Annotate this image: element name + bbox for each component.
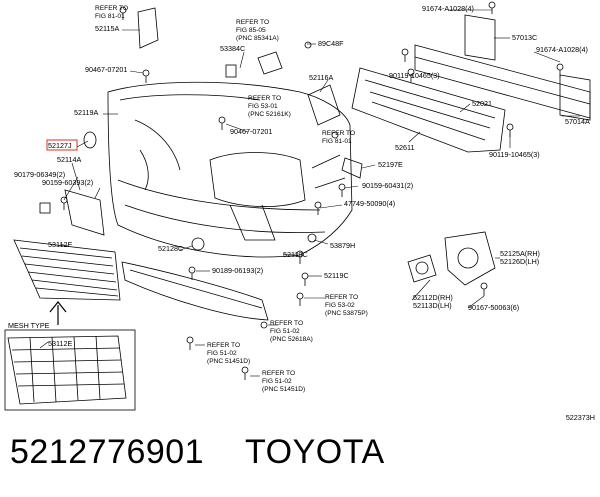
cap-52127j (83, 131, 97, 149)
callout-label: 52128C (158, 244, 183, 253)
callout-label: REFER TO (95, 5, 128, 12)
callout-label: FIG 81-01 (95, 13, 125, 20)
lower-grille (13, 239, 121, 301)
callout-label: 52119C (324, 271, 349, 280)
mesh-grille (4, 329, 136, 411)
callout-label: REFER TO (270, 320, 303, 327)
bracket-52197e (341, 157, 363, 179)
bumper-cover (107, 81, 353, 258)
callout-label: FIG 53-02 (325, 302, 355, 309)
callout-label: REFER TO (322, 130, 355, 137)
callout-label: FIG 51-02 (262, 378, 292, 385)
part-number: 5212776901 (10, 433, 205, 471)
clip-left (39, 202, 51, 214)
washer-cap (257, 51, 283, 75)
callout-label: 89C48F (318, 39, 344, 48)
callout-label: 52119A (74, 108, 98, 117)
callout-label: 57014A (565, 117, 590, 126)
callout-label: 47749-50090(4) (344, 199, 395, 208)
callout-label: 90467-07201 (85, 65, 127, 74)
callout-label: 52611 (395, 143, 414, 152)
callout-label: 91674-A1028(4) (536, 45, 588, 54)
leader-lines (39, 9, 580, 377)
callout-label: FIG 53-01 (248, 103, 278, 110)
callout-label: 52113D(LH) (413, 301, 452, 310)
callout-label: 90167-50063(6) (468, 303, 519, 312)
arrow-up-icon (49, 301, 67, 325)
clip-53384c (225, 64, 237, 78)
fog-lamp-bracket (407, 231, 496, 286)
bumper-reinforcement (414, 14, 591, 121)
clip-53879h (307, 233, 317, 243)
cap-52128c (191, 237, 205, 251)
callout-label: FIG 81-01 (322, 138, 352, 145)
impact-absorber (351, 67, 506, 153)
bracket-52115a (137, 7, 159, 49)
callout-label: (PNC 52161K) (248, 111, 291, 118)
callout-label: 52021 (472, 99, 492, 108)
callout-label: (PNC 51451D) (207, 358, 250, 365)
callout-label: 90467-07201 (230, 127, 272, 136)
callout-label: 52127J (48, 141, 72, 150)
callout-label: 52125A(RH) (500, 249, 540, 258)
callout-label: 53112E (48, 339, 72, 348)
callout-label: (PNC 53875P) (325, 310, 368, 317)
callout-label: 57013C (512, 33, 537, 42)
callout-label: 52126D(LH) (500, 257, 539, 266)
callout-label: 91674-A1028(4) (422, 4, 474, 13)
callout-label: 90159-60431(2) (362, 181, 413, 190)
callout-label: 90179-06349(2) (14, 170, 65, 179)
callout-label: 90159-60393(2) (42, 178, 93, 187)
callout-label: MESH TYPE (8, 321, 50, 330)
callout-label: (PNC 51451D) (262, 386, 305, 393)
callout-label: 52197E (378, 160, 403, 169)
callout-label: 53879H (330, 241, 355, 250)
callout-label: 52114A (57, 155, 81, 164)
callout-label: 53384C (220, 44, 245, 53)
callout-label: 52115A (95, 24, 119, 33)
callout-label: (PNC 85341A) (236, 35, 279, 42)
callout-label: REFER TO (262, 370, 295, 377)
callout-label: REFER TO (236, 19, 269, 26)
callout-label: 52116A (309, 73, 333, 82)
callout-label: 90189-06193(2) (212, 266, 263, 275)
diagram-id: 522373H (566, 413, 595, 422)
callout-label: 53112E (48, 240, 72, 249)
brand-name: TOYOTA (245, 433, 385, 471)
callout-label: 52119C (283, 250, 308, 259)
callout-label: (PNC 52618A) (270, 336, 313, 343)
callout-label: FIG 85-05 (236, 27, 266, 34)
callout-label: REFER TO (248, 95, 281, 102)
highlight-box (46, 139, 78, 151)
callout-label: 52112D(RH) (413, 293, 453, 302)
callout-label: 90119-10465(3) (389, 71, 440, 80)
bracket-52116a (307, 84, 341, 126)
lower-absorber (121, 261, 269, 321)
callout-label: FIG 51-02 (207, 350, 237, 357)
bracket-52114a (64, 189, 105, 236)
callout-label: FIG 51-02 (270, 328, 300, 335)
callout-label: REFER TO (325, 294, 358, 301)
callout-label: REFER TO (207, 342, 240, 349)
fasteners (60, 1, 564, 380)
callout-label: 90119-10465(3) (489, 150, 540, 159)
